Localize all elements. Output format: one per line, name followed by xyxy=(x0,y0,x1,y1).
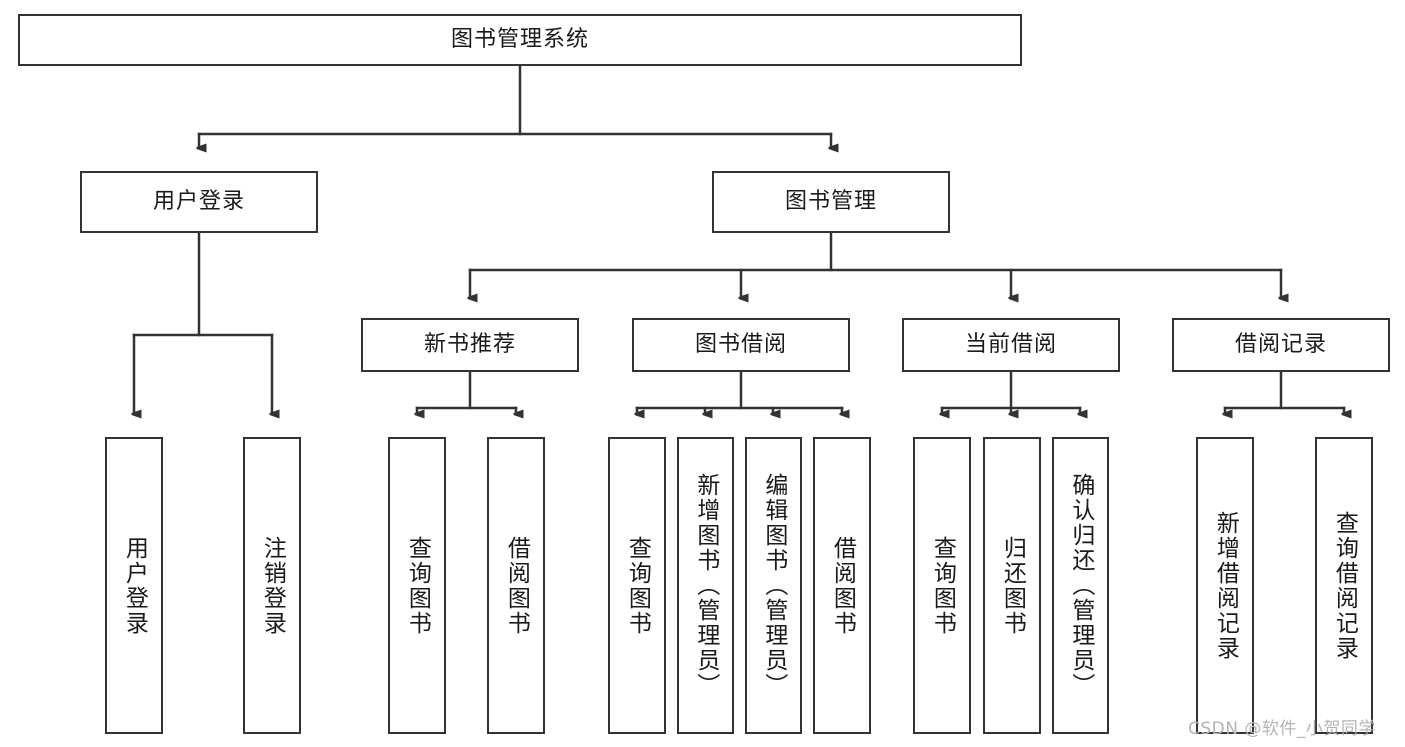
node-current-borrow-label: 当前借阅 xyxy=(964,331,1057,357)
node-root-label: 图书管理系统 xyxy=(450,26,589,52)
leaf-user-login-label: 用户登录 xyxy=(121,535,148,636)
leaf-query-borrow-record-label: 查询借阅记录 xyxy=(1331,510,1358,661)
leaf-add-borrow-record[interactable]: 新增借阅记录 xyxy=(1196,437,1254,734)
leaf-query-book-current[interactable]: 查询图书 xyxy=(913,437,971,734)
leaf-query-borrow-record[interactable]: 查询借阅记录 xyxy=(1315,437,1373,734)
node-book-management[interactable]: 图书管理 xyxy=(712,171,950,233)
leaf-add-book-admin-label: 新增图书（管理员） xyxy=(692,473,719,698)
leaf-borrow-book-new[interactable]: 借阅图书 xyxy=(487,437,545,734)
leaf-borrow-book[interactable]: 借阅图书 xyxy=(813,437,871,734)
leaf-add-book-admin[interactable]: 新增图书（管理员） xyxy=(677,437,734,734)
node-current-borrow[interactable]: 当前借阅 xyxy=(902,318,1120,372)
node-user-login[interactable]: 用户登录 xyxy=(80,171,318,233)
leaf-logout[interactable]: 注销登录 xyxy=(243,437,301,734)
leaf-confirm-return-admin[interactable]: 确认归还（管理员） xyxy=(1052,437,1109,734)
leaf-query-book-borrow-label: 查询图书 xyxy=(624,535,651,636)
node-borrow-record-label: 借阅记录 xyxy=(1234,331,1327,357)
leaf-borrow-book-label: 借阅图书 xyxy=(829,535,856,636)
leaf-borrow-book-new-label: 借阅图书 xyxy=(503,535,530,636)
leaf-logout-label: 注销登录 xyxy=(259,535,286,636)
node-root[interactable]: 图书管理系统 xyxy=(18,14,1022,66)
node-new-book-recommend-label: 新书推荐 xyxy=(423,331,516,357)
node-book-borrow[interactable]: 图书借阅 xyxy=(632,318,850,372)
leaf-query-book-current-label: 查询图书 xyxy=(929,535,956,636)
leaf-user-login[interactable]: 用户登录 xyxy=(105,437,163,734)
leaf-edit-book-admin[interactable]: 编辑图书（管理员） xyxy=(745,437,802,734)
node-user-login-label: 用户登录 xyxy=(152,188,245,214)
csdn-watermark: CSDN @软件_小贺同学 xyxy=(1188,719,1376,739)
leaf-query-book-new[interactable]: 查询图书 xyxy=(388,437,446,734)
node-book-management-label: 图书管理 xyxy=(784,188,877,214)
leaf-edit-book-admin-label: 编辑图书（管理员） xyxy=(760,473,787,698)
leaf-query-book-new-label: 查询图书 xyxy=(404,535,431,636)
leaf-query-book-borrow[interactable]: 查询图书 xyxy=(608,437,666,734)
node-new-book-recommend[interactable]: 新书推荐 xyxy=(361,318,579,372)
leaf-confirm-return-admin-label: 确认归还（管理员） xyxy=(1067,473,1094,698)
node-book-borrow-label: 图书借阅 xyxy=(694,331,787,357)
leaf-return-book[interactable]: 归还图书 xyxy=(983,437,1041,734)
leaf-return-book-label: 归还图书 xyxy=(999,535,1026,636)
node-borrow-record[interactable]: 借阅记录 xyxy=(1172,318,1390,372)
leaf-add-borrow-record-label: 新增借阅记录 xyxy=(1212,510,1239,661)
